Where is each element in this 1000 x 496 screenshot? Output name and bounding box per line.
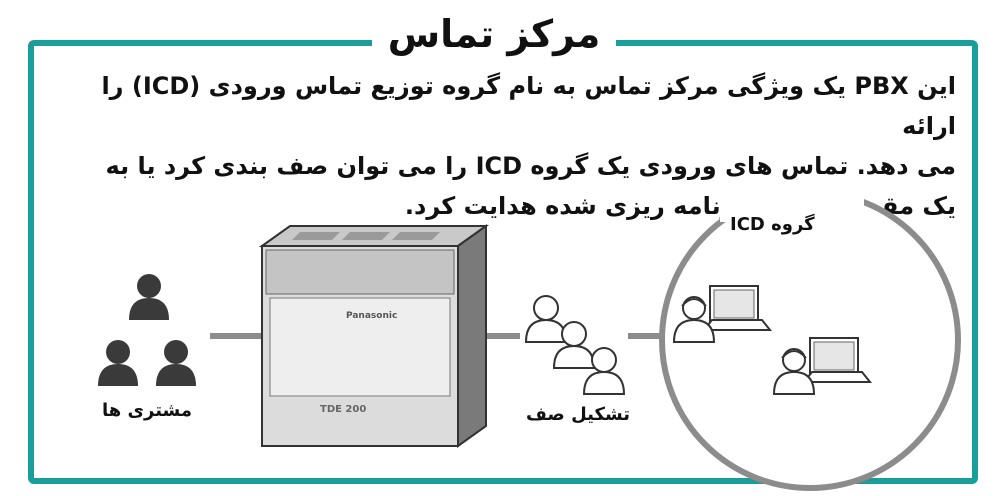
pbx-brand-label: Panasonic <box>346 311 397 321</box>
queue-label: تشکیل صف <box>526 404 631 425</box>
description-line-1: این PBX یک ویژگی مرکز تماس به نام گروه ت… <box>101 72 956 140</box>
queue-person-icon-1 <box>525 295 567 343</box>
pbx-model-label: TDE 200 <box>320 404 366 415</box>
customers-label: مشتری ها <box>102 400 193 421</box>
description-line-2: می دهد. تماس های ورودی یک گروه ICD را می… <box>105 152 956 180</box>
icd-group-label: گروه ICD <box>730 214 815 235</box>
customer-icon-left <box>98 340 138 386</box>
description-text: این PBX یک ویژگی مرکز تماس به نام گروه ت… <box>56 66 956 226</box>
pbx-device <box>258 224 490 448</box>
page-title: مرکز تماس <box>372 6 616 62</box>
customer-icon-top <box>129 274 169 320</box>
customer-icon-right <box>156 340 196 386</box>
